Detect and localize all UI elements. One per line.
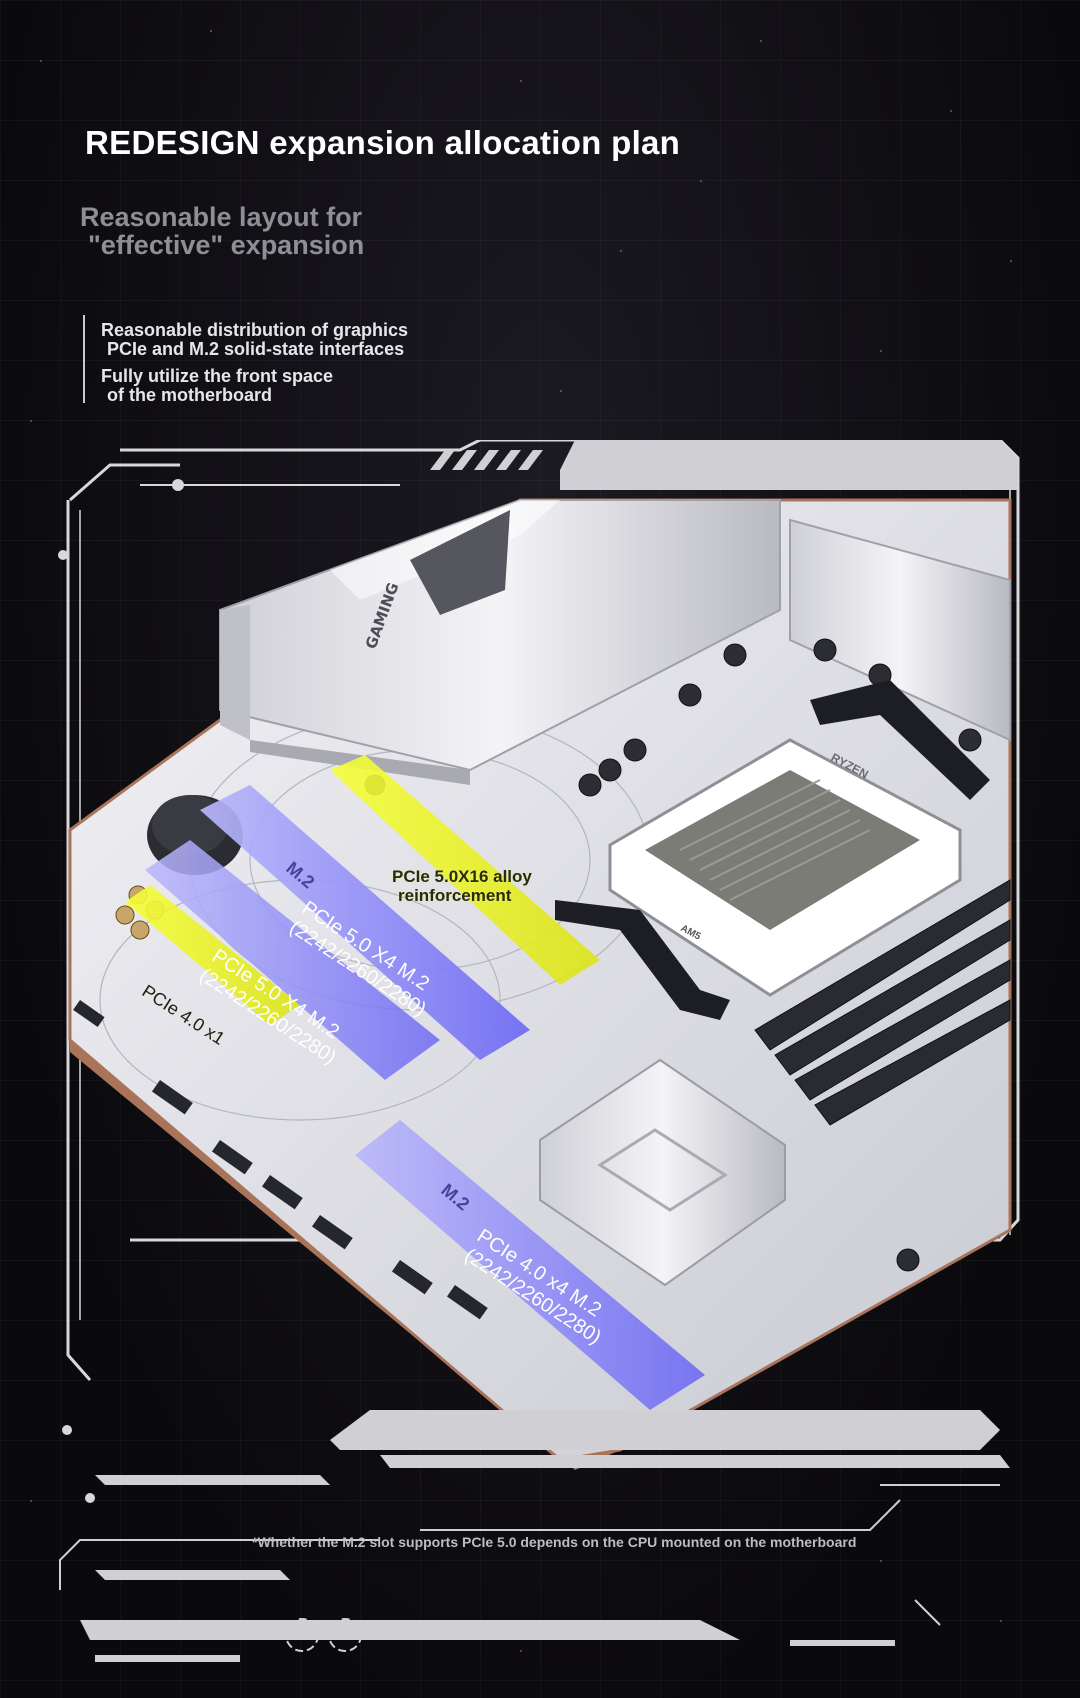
frame-dot — [172, 479, 184, 491]
frame-ring — [328, 1618, 362, 1652]
frame-dot — [85, 1493, 95, 1503]
feature-list: Reasonable distribution of graphics PCIe… — [83, 315, 505, 405]
feature-line: of the motherboard — [107, 385, 272, 405]
ram-slots — [754, 879, 1011, 1126]
feature-line: Reasonable distribution of graphics — [101, 320, 409, 340]
page-title: REDESIGN expansion allocation plan — [85, 124, 681, 161]
m2-slot-3-highlight — [355, 1120, 705, 1410]
cpu-socket: RYZEN AM5 — [555, 680, 990, 1020]
footnote: *Whether the M.2 slot supports PCIe 5.0 … — [252, 1534, 857, 1550]
pcie-x1-highlight — [125, 885, 300, 1025]
pin-headers — [73, 1000, 488, 1320]
callout-line: PCIe 5.0X16 alloy — [392, 867, 532, 886]
feature-item: Fully utilize the front space of the mot… — [101, 367, 333, 405]
m2-slot-2-highlight — [145, 840, 440, 1080]
feature-item: Reasonable distribution of graphics PCIe… — [101, 321, 408, 359]
subtitle-line-2: "effective" expansion — [88, 230, 365, 260]
feature-line: PCIe and M.2 solid-state interfaces — [107, 339, 405, 359]
page-subtitle: Reasonable layout for "effective" expans… — [80, 203, 364, 259]
vrm-heatsink: GAMING — [219, 499, 1011, 785]
m2-slot-1-highlight — [200, 785, 530, 1060]
frame-bottom-lines — [59, 1484, 1000, 1626]
motherboard-illustration: GAMING RYZEN AM5 — [58, 440, 1020, 1662]
chipset-heatsink — [539, 1058, 786, 1287]
pcie-x16-callout: PCIe 5.0X16 alloy reinforcement — [392, 867, 532, 905]
subtitle-line-1: Reasonable layout for — [80, 202, 363, 232]
frame-stripes — [430, 440, 1018, 490]
frame-dot — [58, 550, 68, 560]
frame-bottom — [80, 1410, 1010, 1662]
callout-line: reinforcement — [398, 886, 512, 905]
frame-ring — [285, 1618, 319, 1652]
feature-line: Fully utilize the front space — [101, 366, 334, 386]
frame-dot — [62, 1425, 72, 1435]
pcie-x16-highlight — [330, 755, 600, 985]
